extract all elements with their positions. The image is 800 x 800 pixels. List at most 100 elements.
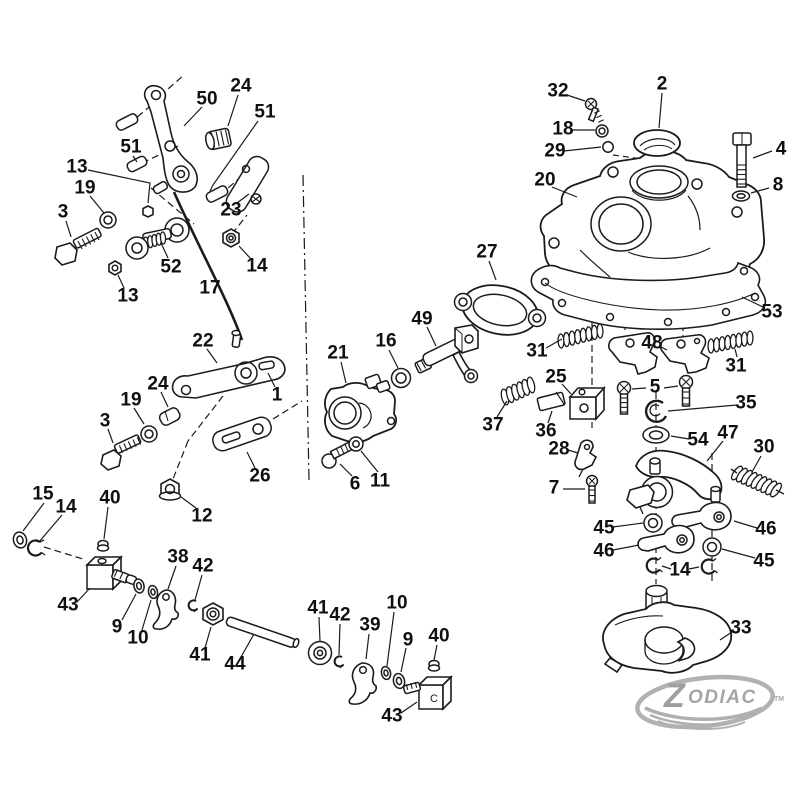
hole bbox=[172, 165, 190, 183]
part-shape bbox=[375, 380, 391, 393]
hole bbox=[693, 337, 701, 345]
washer-shape bbox=[598, 203, 644, 245]
thread-mark bbox=[220, 130, 225, 146]
bushing-24 bbox=[158, 407, 181, 426]
pivot-pin-51 bbox=[115, 113, 139, 131]
leader-line bbox=[658, 92, 663, 129]
detail-line bbox=[775, 489, 785, 495]
part-label-29: 29 bbox=[544, 141, 565, 162]
washer-shape bbox=[150, 588, 156, 596]
part-marking: C bbox=[430, 693, 438, 705]
part-label-52: 52 bbox=[160, 257, 181, 278]
hole bbox=[358, 665, 368, 675]
hole bbox=[598, 127, 606, 135]
part-label-25: 25 bbox=[545, 367, 567, 388]
thread-mark bbox=[123, 443, 128, 451]
part-label-9: 9 bbox=[403, 630, 414, 651]
hole bbox=[209, 610, 217, 618]
hole bbox=[225, 232, 237, 244]
washer-shape bbox=[395, 676, 403, 686]
leader-line bbox=[400, 701, 418, 714]
zodiac-logo-ring bbox=[635, 674, 775, 730]
thread-mark bbox=[596, 114, 602, 119]
part-label-32: 32 bbox=[547, 81, 568, 102]
thread-mark bbox=[118, 445, 124, 453]
nut-13 bbox=[108, 260, 122, 276]
detail-line bbox=[164, 410, 169, 422]
hole bbox=[176, 169, 186, 179]
part-label-23: 23 bbox=[220, 200, 241, 221]
part-label-49: 49 bbox=[411, 309, 432, 330]
part-shape bbox=[587, 106, 600, 123]
cover-opening bbox=[590, 196, 652, 252]
hex-bolt-3 bbox=[100, 449, 122, 471]
leader-line bbox=[365, 633, 370, 660]
leader-line bbox=[338, 623, 341, 656]
part-label-38: 38 bbox=[167, 547, 188, 568]
choke-lever-50 bbox=[143, 84, 198, 193]
part-label-31: 31 bbox=[725, 356, 747, 377]
thread-mark bbox=[113, 569, 119, 577]
part-label-42: 42 bbox=[329, 605, 350, 626]
hole bbox=[333, 401, 357, 425]
locknut-14 bbox=[222, 228, 240, 248]
bracket-48 bbox=[608, 332, 658, 375]
thread-mark bbox=[119, 571, 124, 580]
leader-line bbox=[204, 626, 212, 649]
leader-line bbox=[183, 106, 203, 127]
nut-11 bbox=[348, 436, 364, 452]
leader-line bbox=[551, 186, 578, 198]
thread-mark bbox=[94, 231, 100, 241]
part-label-3: 3 bbox=[58, 202, 69, 223]
parts-linework: C bbox=[12, 84, 785, 711]
leader-line bbox=[400, 647, 407, 673]
leader-line bbox=[267, 372, 276, 388]
e-clip-14 bbox=[700, 558, 716, 575]
leader-line bbox=[752, 150, 773, 159]
washer-shape bbox=[96, 544, 110, 552]
leader-line bbox=[667, 404, 738, 412]
leader-line bbox=[141, 599, 152, 631]
part-label-46: 46 bbox=[593, 541, 614, 562]
leader-line bbox=[133, 407, 145, 425]
hole bbox=[164, 483, 176, 495]
detail-line bbox=[454, 327, 463, 335]
part-label-22: 22 bbox=[192, 331, 213, 352]
hole bbox=[240, 367, 252, 379]
washer-45 bbox=[643, 513, 663, 533]
leader-line bbox=[194, 574, 203, 601]
alignment-guide bbox=[302, 174, 310, 481]
cam-pawl-39 bbox=[348, 662, 377, 705]
part-label-5: 5 bbox=[650, 377, 661, 398]
throttle-lever-1 bbox=[171, 356, 286, 399]
washer-45 bbox=[702, 537, 722, 557]
hole bbox=[557, 298, 567, 308]
zodiac-swoosh bbox=[649, 712, 757, 726]
leader-line bbox=[386, 611, 395, 667]
leader-line bbox=[706, 440, 724, 462]
part-label-36: 36 bbox=[535, 421, 556, 442]
part-shape bbox=[603, 656, 624, 674]
part-label-8: 8 bbox=[773, 175, 784, 196]
hole bbox=[676, 534, 688, 546]
jam-nut-13 bbox=[142, 205, 154, 218]
leader-line bbox=[121, 593, 137, 621]
thread-mark bbox=[215, 131, 220, 147]
hole bbox=[103, 215, 113, 225]
leader-line bbox=[545, 338, 563, 349]
part-label-20: 20 bbox=[534, 170, 555, 191]
part-shape bbox=[639, 138, 676, 147]
leader-line bbox=[547, 410, 553, 424]
part-shape bbox=[644, 650, 684, 665]
washer-8 bbox=[731, 190, 751, 202]
part-label-10: 10 bbox=[386, 593, 407, 614]
leader-line bbox=[661, 565, 672, 570]
thread-mark bbox=[85, 236, 92, 245]
hole bbox=[241, 164, 251, 174]
leader-line bbox=[719, 631, 733, 641]
part-shape bbox=[619, 393, 629, 415]
hole bbox=[706, 541, 718, 553]
washer-10 bbox=[147, 584, 159, 600]
part-label-39: 39 bbox=[359, 615, 380, 636]
